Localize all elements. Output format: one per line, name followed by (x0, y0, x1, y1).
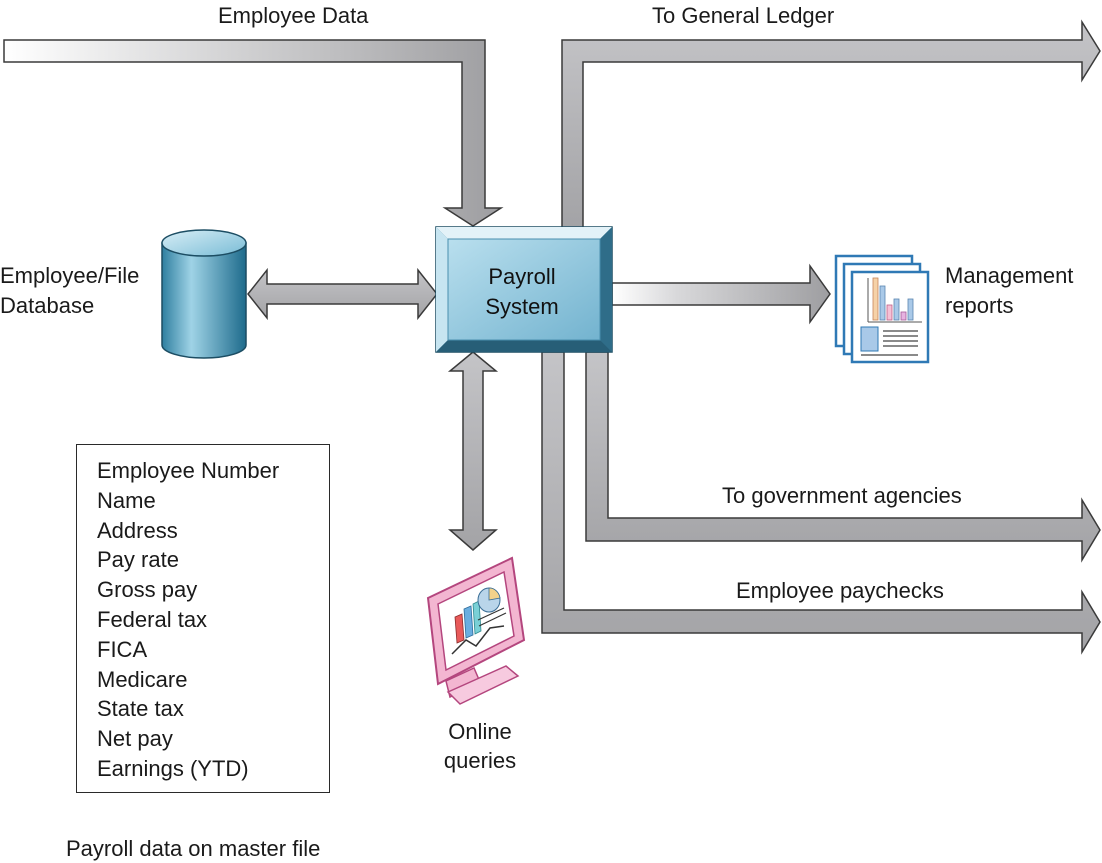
payroll-system-box (435, 226, 613, 353)
field-federal-tax: Federal tax (97, 606, 208, 632)
employee-paychecks-arrow (541, 351, 1101, 655)
report-pages-icon (834, 254, 930, 364)
management-label-line2: reports (945, 293, 1014, 318)
payroll-system-label: Payroll System (438, 262, 606, 322)
general-ledger-label: To General Ledger (652, 3, 835, 28)
field-name: Name (97, 487, 156, 513)
field-fica: FICA (97, 636, 148, 662)
employee-data-label: Employee Data (218, 3, 369, 28)
field-employee-number: Employee Number (97, 458, 280, 483)
government-agencies-arrow (585, 351, 1101, 563)
database-label-line2: Database (0, 293, 95, 318)
government-agencies-label: To government agencies (722, 483, 962, 508)
field-earnings-ytd: Earnings (YTD) (97, 755, 249, 781)
queries-label-line1: Online (448, 719, 512, 744)
queries-label-line2: queries (443, 748, 517, 773)
payroll-label-line2: System (485, 294, 559, 319)
database-exchange-arrow (247, 267, 438, 321)
general-ledger-arrow (561, 19, 1101, 229)
field-pay-rate: Pay rate (97, 547, 179, 573)
paychecks-label: Employee paychecks (736, 578, 944, 603)
master-file-caption: Payroll data on master file (66, 836, 321, 861)
database-label-line1: Employee/File (0, 263, 140, 288)
database-cylinder-icon (161, 229, 247, 359)
master-file-fields: Employee Number Name Address Pay rate Gr… (77, 445, 329, 784)
employee-data-arrow (3, 39, 504, 227)
field-state-tax: State tax (97, 696, 184, 722)
monitor-icon (426, 556, 526, 705)
field-address: Address (97, 517, 178, 543)
management-reports-arrow (611, 263, 831, 325)
field-net-pay: Net pay (97, 726, 173, 752)
field-medicare: Medicare (97, 666, 188, 692)
master-file-box: Employee Number Name Address Pay rate Gr… (76, 444, 330, 793)
management-label-line1: Management (945, 263, 1074, 288)
field-gross-pay: Gross pay (97, 577, 198, 603)
queries-exchange-arrow (447, 351, 499, 551)
payroll-label-line1: Payroll (488, 264, 556, 289)
